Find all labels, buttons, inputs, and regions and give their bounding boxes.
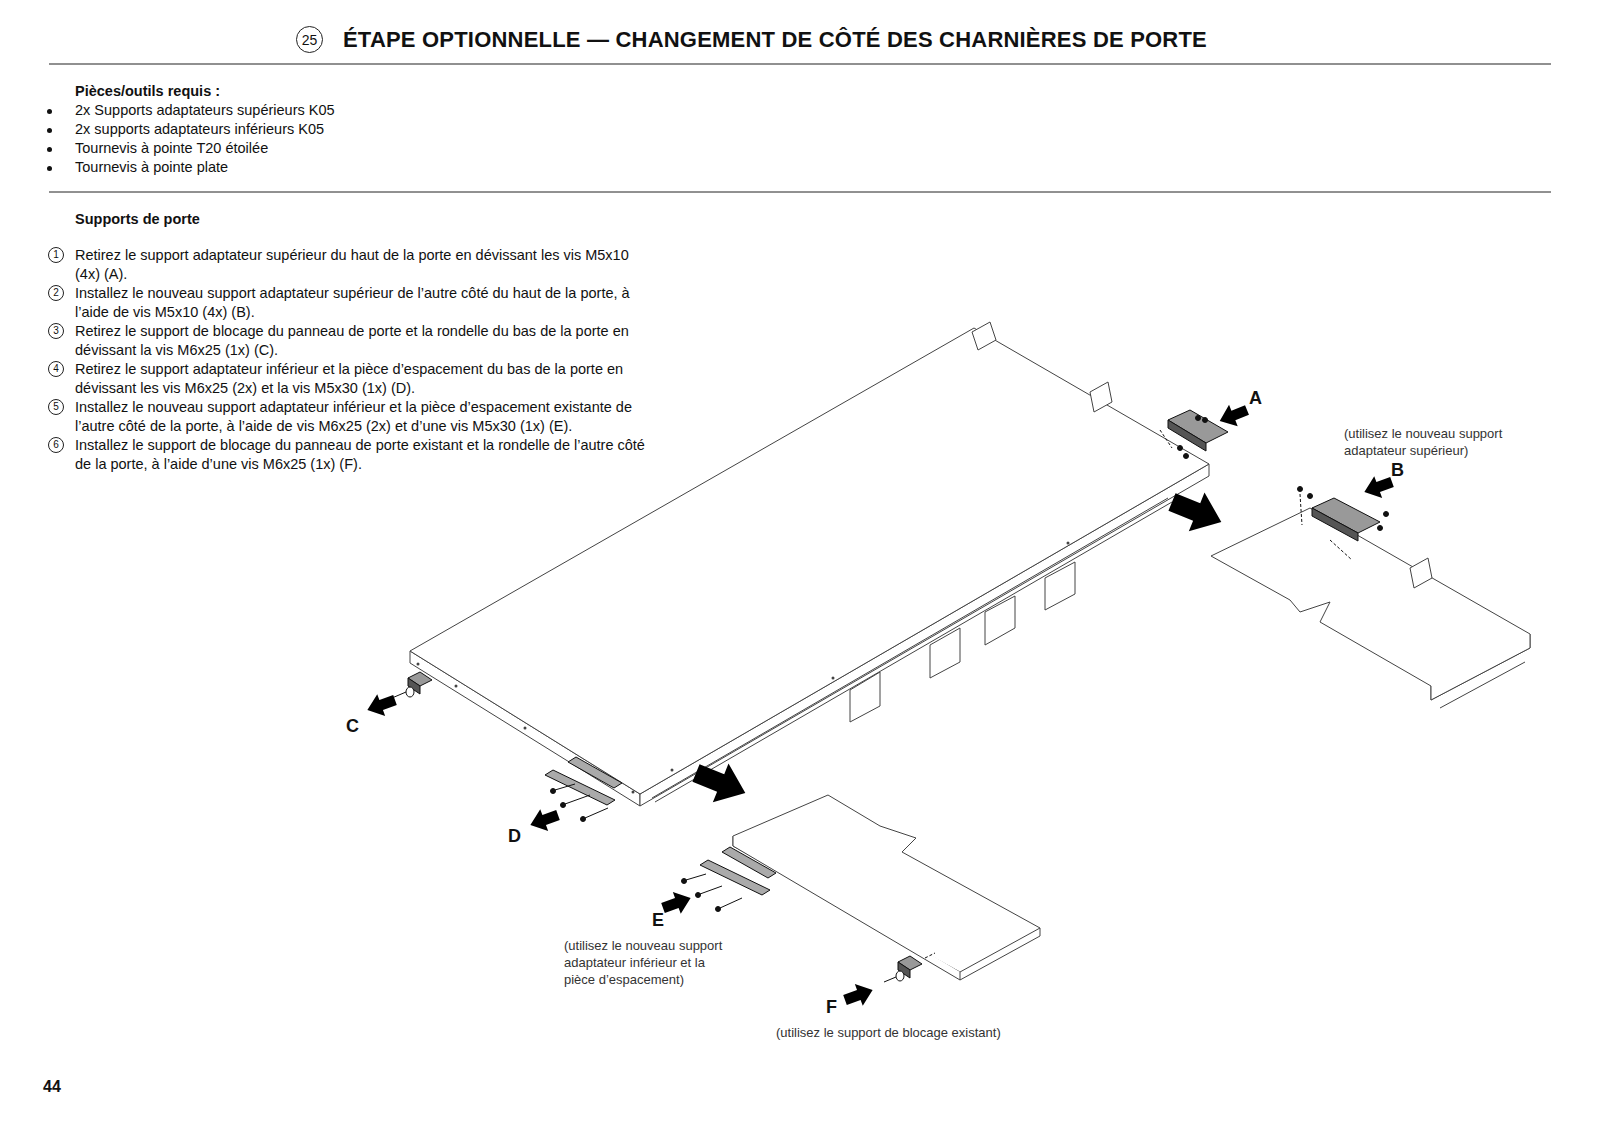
callout-letter: A [1249, 388, 1262, 409]
callout-letter: D [508, 826, 521, 847]
note: (utilisez le nouveau support adaptateur … [564, 937, 739, 988]
parts-item: 2x Supports adaptateurs supérieurs K05 [75, 102, 335, 118]
page-title: ÉTAPE OPTIONNELLE — CHANGEMENT DE CÔTÉ D… [343, 27, 1207, 53]
page-number: 44 [43, 1078, 61, 1096]
callout-number: 3 [53, 326, 59, 336]
parts-item: Tournevis à pointe T20 étoilée [75, 140, 268, 156]
step-text: Retirez le support de blocage du panneau… [75, 322, 647, 360]
step-list: 1 Retirez le support adaptateur supérieur… [48, 246, 648, 474]
step-circle: 5 [48, 399, 64, 415]
callout-number: 2 [53, 288, 59, 298]
step-circle: 6 [48, 437, 64, 453]
section-heading: Supports de porte [75, 211, 200, 227]
bullet-dot [47, 128, 52, 133]
parts-item: Tournevis à pointe plate [75, 159, 228, 175]
step-text: Retirez le support adaptateur supérieur … [75, 246, 647, 284]
step-text: Installez le nouveau support adaptateur … [75, 398, 647, 436]
step-circle: 3 [48, 323, 64, 339]
step-circle: 1 [48, 247, 64, 263]
callout-letter: C [346, 716, 359, 737]
step-text: Installez le nouveau support adaptateur … [75, 284, 647, 322]
callout-number: 6 [53, 440, 59, 450]
callout-letter: E [652, 910, 664, 931]
step-row: 6 Installez le support de blocage du pann… [48, 436, 648, 474]
step-row: 3 Retirez le support de blocage du pannea… [48, 322, 648, 360]
step-row: 2 Installez le nouveau support adaptateur… [48, 284, 648, 322]
step-circle: 25 [296, 26, 323, 53]
step-circle: 4 [48, 361, 64, 377]
step-text: Retirez le support adaptateur inférieur … [75, 360, 647, 398]
callout-number: 25 [302, 33, 318, 47]
callout-number: 1 [53, 250, 59, 260]
note: (utilisez le nouveau support adaptateur … [1344, 425, 1544, 459]
callout-letter: B [1391, 460, 1404, 481]
note: (utilisez le support de blocage existant… [776, 1025, 1001, 1040]
section-heading: Pièces/outils requis : [75, 83, 220, 99]
callout-number: 4 [53, 364, 59, 374]
step-row: 1 Retirez le support adaptateur supérieur… [48, 246, 648, 284]
callout-number: 5 [53, 402, 59, 412]
step-text: Installez le support de blocage du panne… [75, 436, 647, 474]
callout-letter: F [826, 997, 837, 1018]
step-row: 5 Installez le nouveau support adaptateur… [48, 398, 648, 436]
bullet-dot [47, 109, 52, 114]
step-circle: 2 [48, 285, 64, 301]
bullet-dot [47, 166, 52, 171]
title-row: 25 ÉTAPE OPTIONNELLE — CHANGEMENT DE CÔTÉ… [296, 26, 1207, 53]
step-row: 4 Retirez le support adaptateur inférieur… [48, 360, 648, 398]
parts-item: 2x supports adaptateurs inférieurs K05 [75, 121, 324, 137]
bullet-dot [47, 147, 52, 152]
